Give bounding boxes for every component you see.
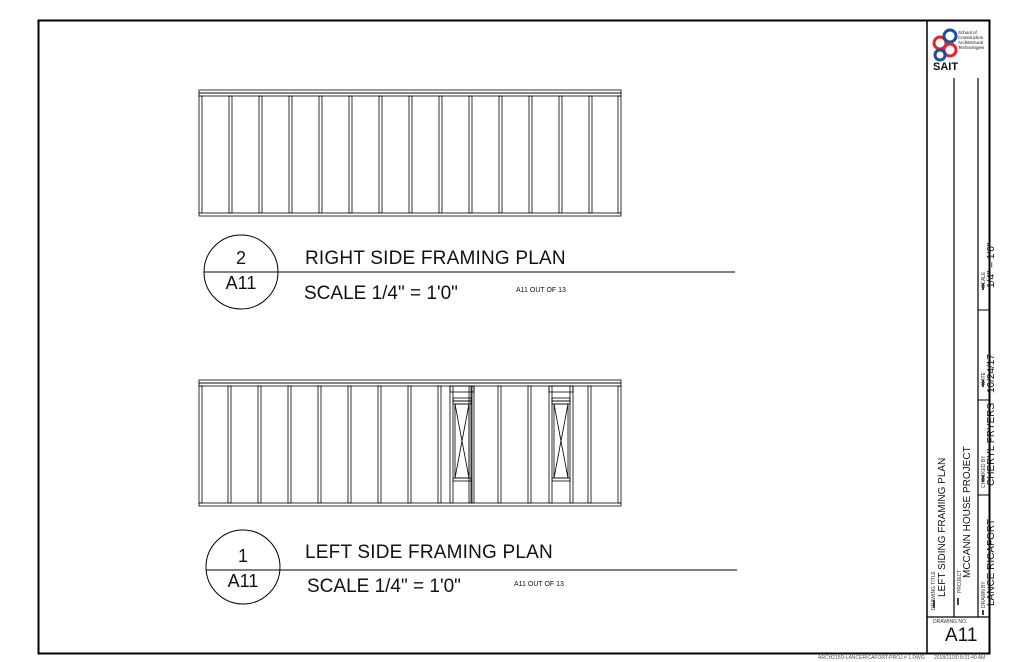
- sill: [551, 400, 571, 405]
- detail-bubble-1: [205, 529, 737, 605]
- scale-value: 1/4" = 1'0": [986, 242, 997, 288]
- stud: [317, 385, 322, 504]
- top-plate: [198, 92, 622, 97]
- footer-file-path: ARCH215D-LANCERICAFORT-PROJ # 1.DWG: [818, 655, 925, 661]
- stud: [228, 95, 233, 214]
- stud: [287, 385, 292, 504]
- stud: [617, 95, 622, 214]
- stud: [527, 385, 532, 504]
- detail-2-note: A11 OUT OF 13: [516, 287, 566, 294]
- detail-2-number: 2: [235, 248, 246, 268]
- brace-line: [553, 403, 569, 479]
- footer-timestamp: 2018/11/30 8:31:40 AM: [934, 655, 986, 661]
- date-value: 10/24/17: [986, 354, 997, 393]
- stud: [377, 385, 382, 504]
- logo-line-3: Architectural: [958, 40, 984, 45]
- sill: [452, 400, 472, 405]
- stud: [407, 385, 412, 504]
- sait-logo-graphic: [932, 28, 958, 62]
- stud: [198, 385, 203, 504]
- detail-1-scale: SCALE 1/4" = 1'0": [307, 576, 461, 597]
- detail-1-note: A11 OUT OF 13: [514, 581, 564, 588]
- sill: [452, 397, 472, 402]
- stud: [348, 95, 353, 214]
- bottom-plate: [198, 502, 622, 507]
- top-plate: [198, 379, 622, 384]
- drawing-title-value: LEFT SIDING FRAMING PLAN: [937, 457, 948, 597]
- header: [449, 385, 475, 393]
- stud: [617, 385, 622, 504]
- detail-1-number: 1: [237, 546, 248, 566]
- sait-logo-text: SAIT: [933, 61, 959, 73]
- title-block-lines: [927, 78, 990, 618]
- bottom-plate: [198, 212, 622, 217]
- stud: [468, 95, 473, 214]
- stud: [548, 385, 553, 504]
- logo-line-1: School of: [958, 30, 977, 35]
- sill: [452, 477, 472, 482]
- detail-1-sheet-ref: A11: [227, 571, 259, 591]
- stud: [528, 95, 533, 214]
- checked-by-value: CHERYL FRYERS: [986, 402, 997, 486]
- drawing-no-value: A11: [945, 625, 978, 646]
- top-plate: [198, 382, 622, 387]
- right-side-wall-framing: [198, 89, 622, 217]
- stud: [558, 95, 563, 214]
- stud: [437, 385, 442, 504]
- stud: [408, 95, 413, 214]
- stud: [587, 385, 592, 504]
- detail-1-title: LEFT SIDE FRAMING PLAN: [305, 542, 553, 563]
- stud: [468, 385, 473, 504]
- stud: [569, 385, 574, 504]
- stud: [198, 95, 203, 214]
- stud: [438, 95, 443, 214]
- stud: [257, 385, 262, 504]
- stud: [258, 95, 263, 214]
- left-side-wall-framing: [198, 379, 622, 507]
- logo-line-2: Construction: [958, 35, 984, 40]
- drawing-no-label: DRAWING NO.: [933, 619, 968, 625]
- brace-line: [454, 403, 470, 479]
- stud: [288, 95, 293, 214]
- top-plate: [198, 89, 622, 94]
- project-value: MCCANN HOUSE PROJECT: [962, 446, 973, 578]
- drawn-by-value: LANCE RICAFORT: [986, 518, 997, 606]
- sheet-border: [37, 19, 991, 655]
- stud: [449, 385, 454, 504]
- logo-line-4: Technologies: [958, 45, 985, 50]
- stud: [318, 95, 323, 214]
- detail-bubble-2: [203, 234, 735, 310]
- header: [548, 385, 574, 393]
- stud: [497, 385, 502, 504]
- detail-2-scale: SCALE 1/4" = 1'0": [304, 283, 458, 304]
- stud: [378, 95, 383, 214]
- stud: [498, 95, 503, 214]
- detail-2-title: RIGHT SIDE FRAMING PLAN: [305, 248, 566, 269]
- sill: [551, 477, 571, 482]
- sill: [551, 397, 571, 402]
- stud: [470, 385, 475, 504]
- detail-2-sheet-ref: A11: [225, 273, 257, 293]
- stud: [227, 385, 232, 504]
- stud: [588, 95, 593, 214]
- stud: [347, 385, 352, 504]
